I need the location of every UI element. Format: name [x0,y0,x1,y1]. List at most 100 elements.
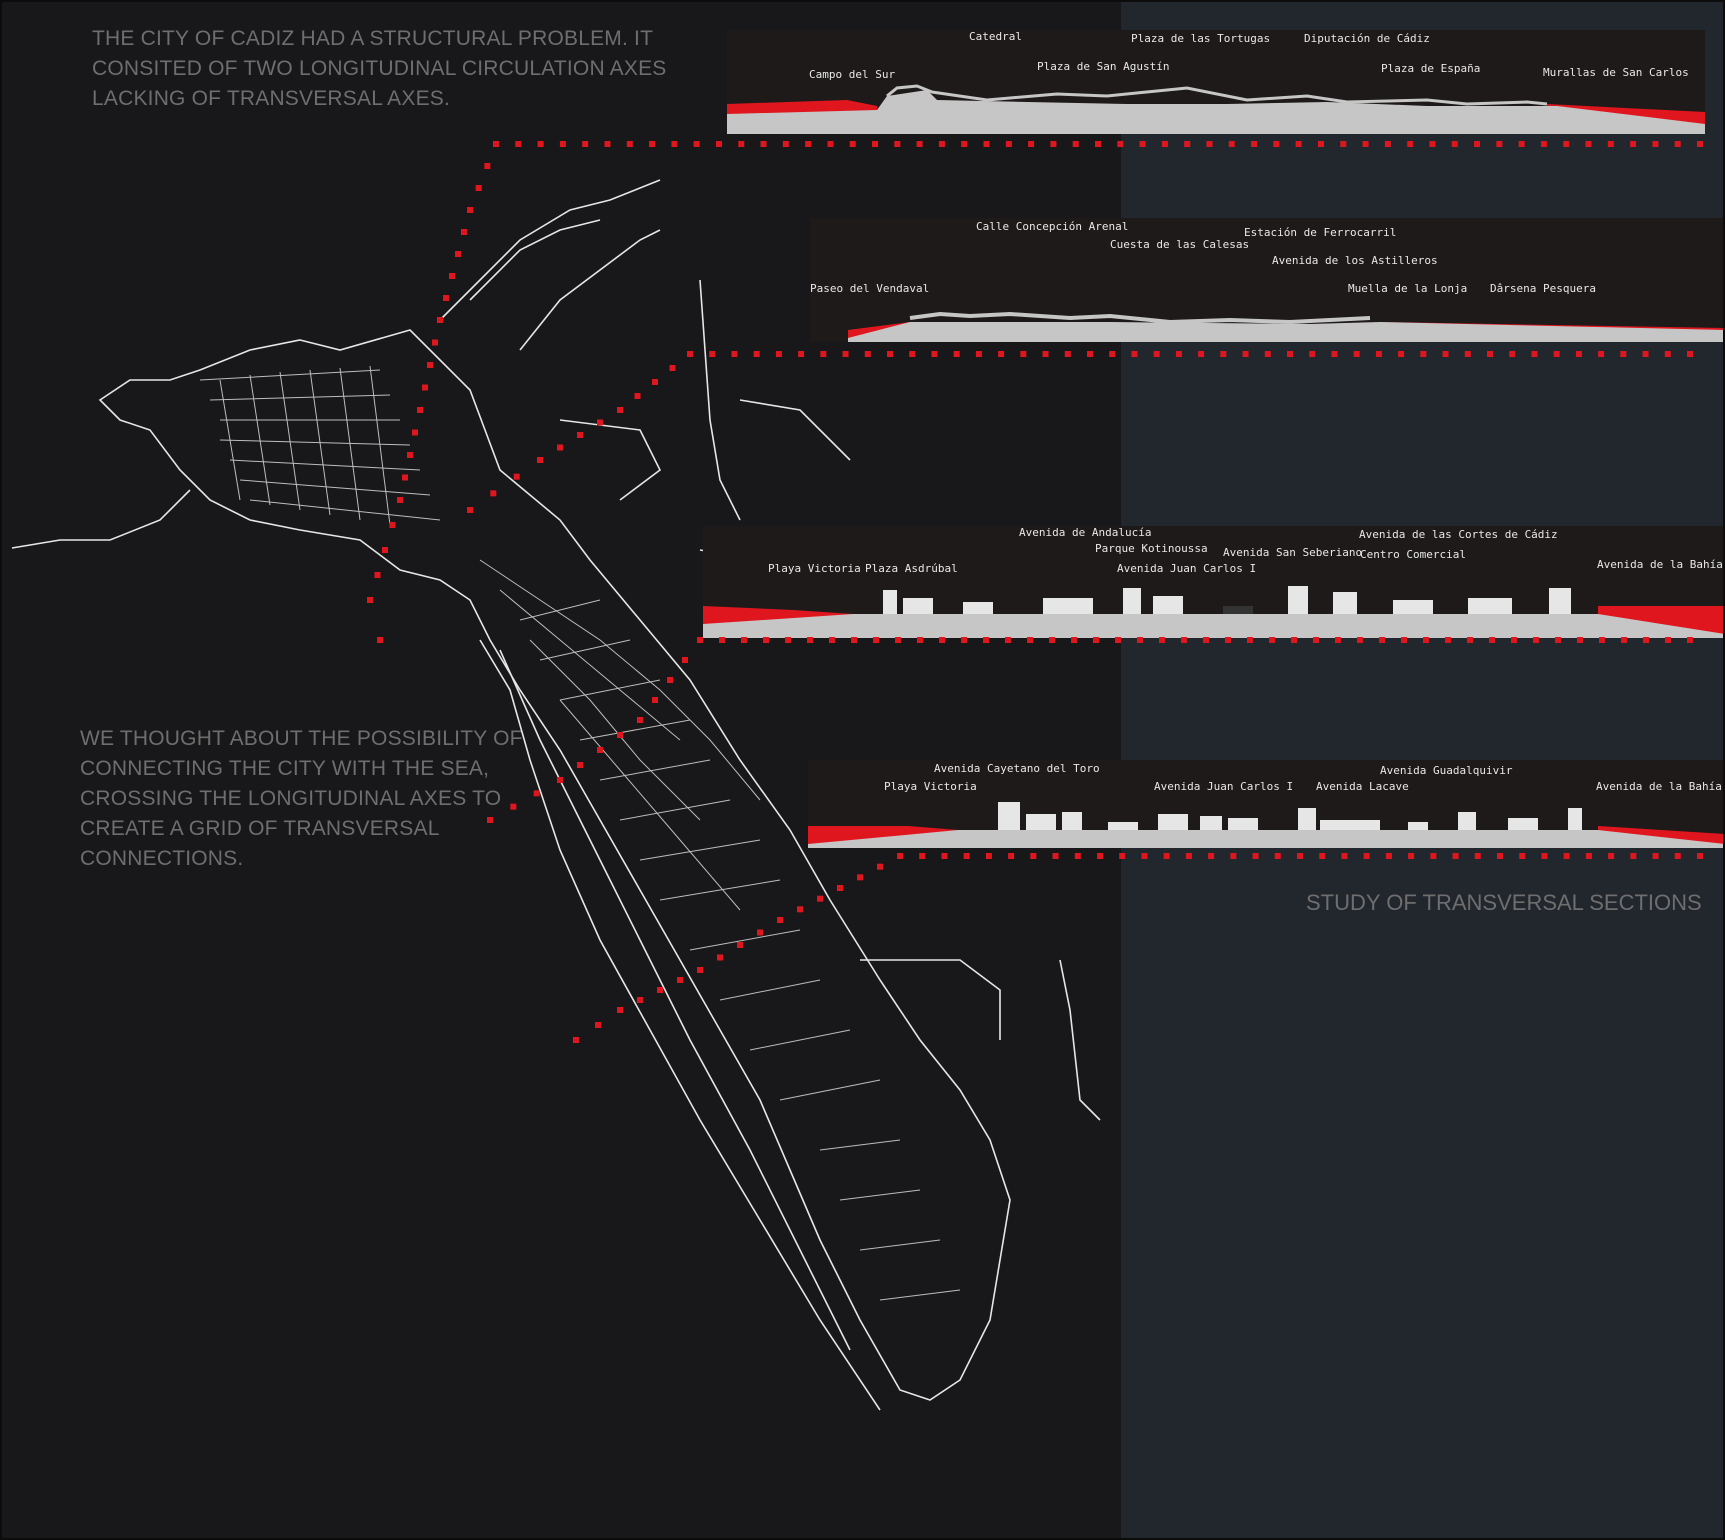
red-dot [389,522,396,528]
red-dot [1519,853,1526,859]
red-dot [872,141,879,147]
red-dot [1341,853,1348,859]
red-dot [842,351,849,357]
red-dot [1203,637,1209,643]
red-dot [1109,351,1116,357]
red-dot [443,295,449,301]
red-dot [533,790,540,797]
red-dot [961,141,968,147]
red-dot [557,444,563,451]
red-dot [577,762,583,768]
red-dot [432,339,438,346]
red-dot [1252,853,1259,859]
red-dot [537,141,544,147]
label-avenida-bahia-3: Avenida de la Bahía [1597,558,1723,571]
red-dot [983,141,990,147]
red-dot [719,637,725,643]
red-dot [782,141,789,147]
red-dot [637,717,643,723]
red-dot [760,141,767,147]
red-dot [1064,351,1071,357]
label-guadalquivir: Avenida Guadalquivir [1380,764,1513,777]
red-dot [617,1007,623,1013]
label-cayetano-toro: Avenida Cayetano del Toro [934,762,1100,775]
red-dot [1050,141,1057,147]
red-dot [827,141,834,147]
label-campo-sur: Campo del Sur [809,68,896,81]
red-dot [634,393,641,399]
red-dot [849,141,856,147]
red-dot [407,452,413,458]
red-dot [1607,141,1614,147]
red-dot [1206,141,1213,147]
red-dot [1664,351,1671,357]
red-dot [467,507,473,513]
red-dot [1585,141,1592,147]
red-dot [1042,351,1049,357]
label-avenida-lacave: Avenida Lacave [1316,780,1409,793]
red-dot [1264,351,1271,357]
section-2: Calle Concepción Arenal Cuesta de las Ca… [810,218,1725,342]
red-dot [1198,351,1205,357]
red-dot [1379,637,1385,643]
red-dot [1401,637,1407,643]
red-dot [1175,351,1182,357]
red-dot [805,141,812,147]
red-dot [763,637,769,643]
red-dot [1313,637,1319,643]
red-dot [693,141,700,147]
red-dot [515,141,522,147]
red-dot [894,141,901,147]
red-dot [897,853,903,859]
red-dot [1159,637,1165,643]
red-dot [895,637,901,643]
red-dot [669,365,676,371]
red-dot [1137,637,1143,643]
red-dot [1496,141,1503,147]
red-dot [1464,351,1471,357]
red-dot [1620,351,1627,357]
red-dot [757,929,763,936]
red-dot [738,141,745,147]
red-dot [1087,351,1093,357]
red-dot [931,351,938,357]
red-dot [1563,141,1570,147]
red-dot [1161,141,1168,147]
red-dot [961,637,967,643]
red-dot [998,351,1005,357]
red-dot [1185,853,1192,859]
red-dot [510,803,517,810]
red-dot [1184,141,1191,147]
red-dot [1141,853,1148,859]
label-plaza-asdrubal: Plaza Asdrúbal [865,562,958,575]
red-dot [1697,141,1703,147]
label-cortes-cadiz: Avenida de las Cortes de Cádiz [1359,528,1558,541]
red-dot [455,251,461,257]
label-paseo-vendaval: Paseo del Vendaval [810,282,930,295]
red-dot [402,474,408,481]
red-dot [1429,141,1436,147]
red-dot [1697,853,1703,859]
label-avenida-andalucia: Avenida de Andalucía [1019,526,1152,539]
label-murallas-san-carlos: Murallas de San Carlos [1543,66,1689,79]
red-dot [817,895,823,902]
red-dot [1674,141,1681,147]
red-dot [367,597,373,603]
red-dot [1027,637,1033,643]
red-dot [657,987,663,993]
red-dot [1005,637,1011,643]
label-muella-lonja: Muella de la Lonja [1348,282,1468,295]
red-dot [1598,351,1605,357]
red-dot [1585,853,1592,859]
red-dot [604,141,611,147]
red-dot [1230,853,1237,859]
red-dot [798,351,805,357]
red-dot [1242,351,1249,357]
red-dot [1269,637,1275,643]
city-map [11,179,1101,1411]
red-dot [1665,637,1671,643]
section-1: Catedral Plaza de las Tortugas Diputació… [727,30,1705,134]
red-dot [1621,637,1627,643]
red-dot [1119,853,1126,859]
